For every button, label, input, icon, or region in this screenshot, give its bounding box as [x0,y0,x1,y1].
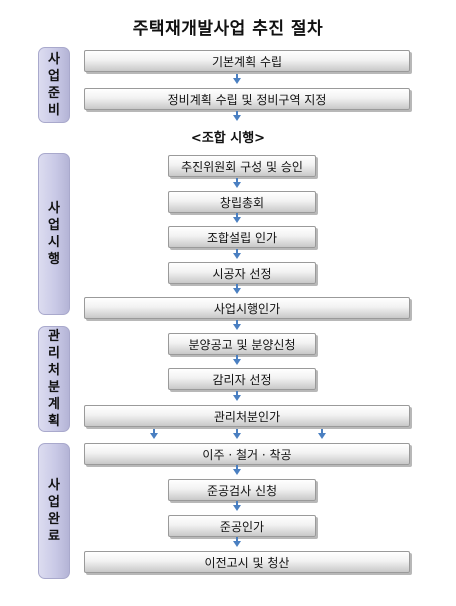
step-association-approval: 조합설립 인가 [168,226,316,248]
down-arrow-icon [318,429,326,439]
down-arrow-icon [233,465,241,475]
down-arrow-icon [233,213,241,223]
step-sale-notice: 분양공고 및 분양신청 [168,333,316,355]
stage-char: 관 [48,329,60,344]
stage-char: 분 [48,380,60,395]
down-arrow-icon [233,537,241,547]
down-arrow-icon [150,429,158,439]
stage-char: 완 [48,512,60,527]
stage-char: 사 [48,478,60,493]
down-arrow-icon [233,391,241,401]
stage-char: 처 [48,363,60,378]
step-basic-plan: 기본계획 수립 [84,50,410,72]
stage-management-disposal: 관 리 처 분 계 획 [38,326,70,432]
page-title: 주택재개발사업 추진 절차 [132,19,324,39]
down-arrow-icon [233,74,241,84]
step-transfer-settlement: 이전고시 및 청산 [84,551,410,573]
stage-char: 행 [48,252,60,267]
stage-char: 업 [48,218,60,233]
step-supervisor-selection: 감리자 선정 [168,368,316,390]
step-founding-assembly: 창립총회 [168,191,316,213]
step-disposal-approval: 관리처분인가 [84,405,410,427]
stage-implementation: 사 업 시 행 [38,153,70,315]
stage-completion: 사 업 완 료 [38,443,70,579]
join-label: <조합 시행> [190,131,266,146]
down-arrow-icon [233,429,241,439]
down-arrow-icon [233,284,241,294]
stage-char: 료 [48,529,60,544]
stage-char: 리 [48,346,60,361]
stage-char: 업 [48,69,60,84]
step-contractor-selection: 시공자 선정 [168,262,316,284]
down-arrow-icon [233,320,241,330]
stage-char: 업 [48,495,60,510]
stage-char: 계 [48,397,60,412]
down-arrow-icon [233,249,241,259]
stage-char: 사 [48,52,60,67]
step-implementation-approval: 사업시행인가 [84,297,410,319]
stage-char: 시 [48,235,60,250]
step-committee: 추진위원회 구성 및 승인 [168,155,316,177]
stage-char: 준 [48,86,60,101]
down-arrow-icon [233,111,241,121]
step-completion-approval: 준공인가 [168,515,316,537]
stage-preparation: 사 업 준 비 [38,47,70,123]
stage-char: 사 [48,201,60,216]
step-completion-inspection: 준공검사 신청 [168,479,316,501]
step-relocation-demolition: 이주 · 철거 · 착공 [84,443,410,465]
stage-char: 비 [48,103,60,118]
down-arrow-icon [233,501,241,511]
stage-char: 획 [48,414,60,429]
step-zone-designation: 정비계획 수립 및 정비구역 지정 [84,88,410,110]
down-arrow-icon [233,178,241,188]
down-arrow-icon [233,355,241,365]
